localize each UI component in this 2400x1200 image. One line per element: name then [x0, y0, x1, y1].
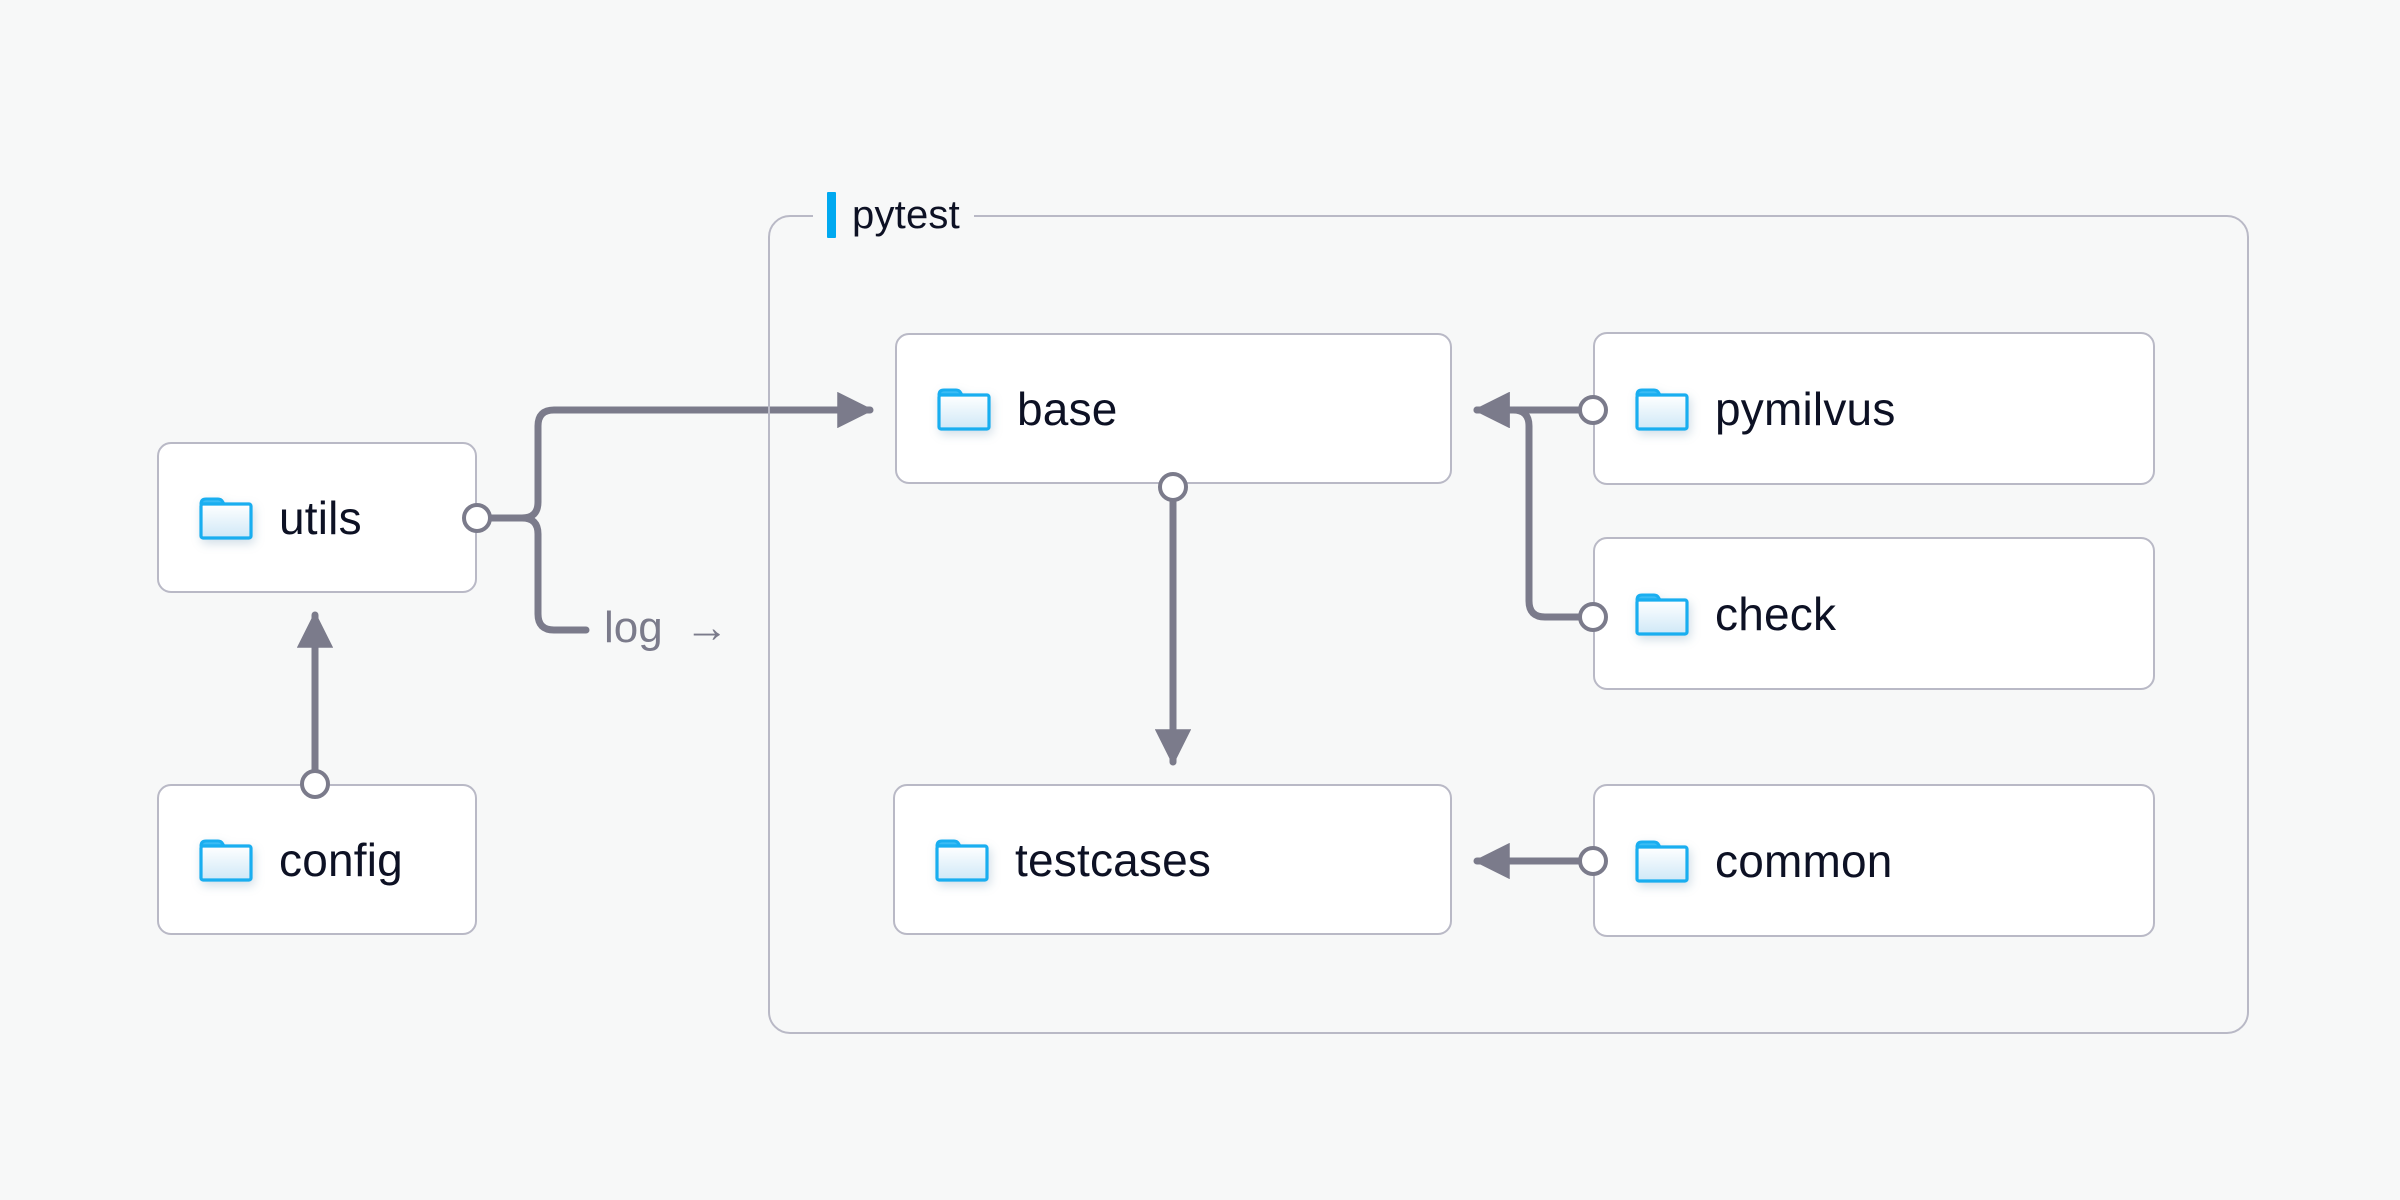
- folder-icon: [199, 837, 253, 883]
- group-container-pytest[interactable]: [768, 215, 2249, 1034]
- node-content-common: common: [1595, 838, 1893, 884]
- node-label-config: config: [279, 833, 403, 886]
- node-label-utils: utils: [279, 491, 362, 544]
- group-title-text: pytest: [852, 193, 960, 237]
- node-config[interactable]: config: [157, 784, 477, 935]
- port-utils-right[interactable]: [462, 503, 492, 533]
- port-pymilvus-left[interactable]: [1578, 395, 1608, 425]
- node-content-check: check: [1595, 591, 1836, 637]
- node-utils[interactable]: utils: [157, 442, 477, 593]
- node-label-common: common: [1715, 834, 1893, 887]
- edge-label-log-text: log: [604, 603, 663, 652]
- port-base-bottom[interactable]: [1158, 472, 1188, 502]
- folder-icon: [1635, 591, 1689, 637]
- node-label-base: base: [1017, 382, 1118, 435]
- node-pymilvus[interactable]: pymilvus: [1593, 332, 2155, 485]
- folder-icon: [935, 837, 989, 883]
- node-label-pymilvus: pymilvus: [1715, 382, 1896, 435]
- wire-utils-to-log: [488, 514, 590, 634]
- folder-icon: [937, 386, 991, 432]
- edge-label-log-arrow-icon: →: [684, 603, 729, 652]
- group-accent-bar: [827, 192, 836, 238]
- node-content-testcases: testcases: [895, 837, 1211, 883]
- folder-icon: [199, 495, 253, 541]
- node-common[interactable]: common: [1593, 784, 2155, 937]
- port-common-left[interactable]: [1578, 846, 1608, 876]
- port-config-top[interactable]: [300, 769, 330, 799]
- folder-icon: [1635, 386, 1689, 432]
- folder-icon: [1635, 838, 1689, 884]
- node-content-base: base: [897, 386, 1118, 432]
- group-label-pytest: pytest: [813, 187, 974, 243]
- wire-check-to-base: [1473, 391, 1582, 621]
- node-label-check: check: [1715, 587, 1837, 640]
- node-base[interactable]: base: [895, 333, 1452, 484]
- node-label-testcases: testcases: [1015, 833, 1212, 886]
- node-content-pymilvus: pymilvus: [1595, 386, 1896, 432]
- node-content-config: config: [159, 837, 403, 883]
- node-testcases[interactable]: testcases: [893, 784, 1452, 935]
- node-check[interactable]: check: [1593, 537, 2155, 690]
- port-check-left[interactable]: [1578, 602, 1608, 632]
- edge-label-log: log →: [604, 606, 729, 650]
- node-content-utils: utils: [159, 495, 362, 541]
